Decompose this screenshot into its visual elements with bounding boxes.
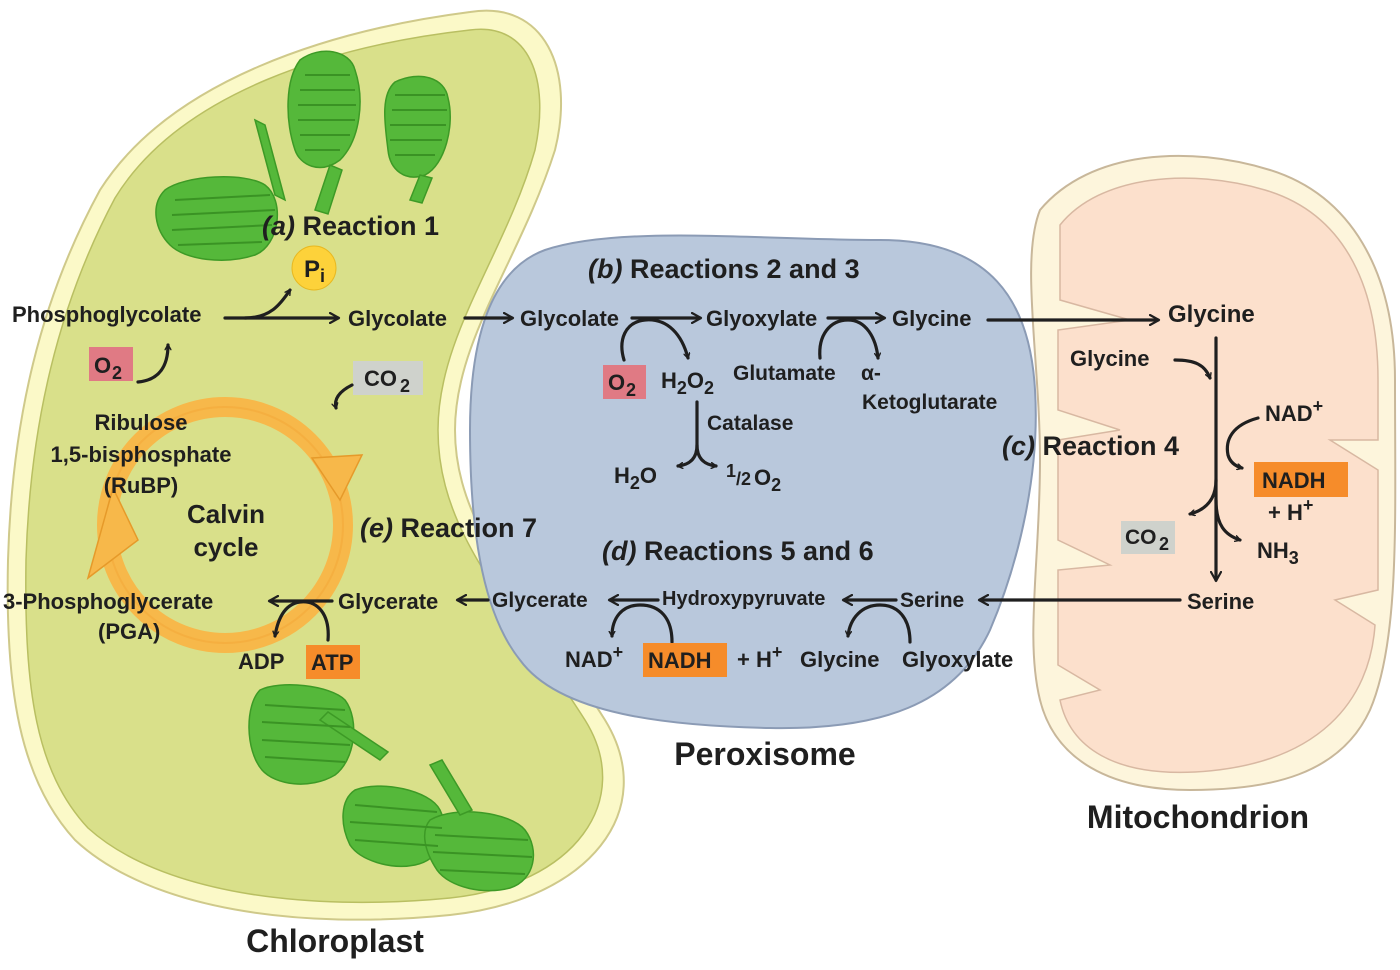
arrow-co2-release [1188,478,1218,514]
calvin-arrowhead-left [86,485,139,580]
heading-a: (a) Reaction 1 [262,211,439,241]
adp-label: ADP [238,649,284,674]
rubp-line2: 1,5-bisphosphate [51,442,232,467]
svg-text:2: 2 [626,380,636,400]
perox-nad-label: NAD+ [565,642,623,672]
arrow-nadh-to-nad [612,603,674,644]
svg-text:P: P [304,256,320,283]
heading-b: (b) Reactions 2 and 3 [588,254,860,284]
h2o-label: H2O [614,463,657,493]
thylakoid-stacks-top [155,50,451,261]
hydroxypyruvate-label: Hydroxypyruvate [662,588,825,610]
chloroplast: Chloroplast [6,9,625,959]
heading-c: (c) Reaction 4 [1002,431,1179,461]
svg-text:+ H+: + H+ [737,642,782,672]
chloroplast-label: Chloroplast [246,923,424,959]
svg-text:1/2O2: 1/2O2 [726,461,781,495]
mito-hplus-label: + H+ [1268,495,1313,525]
calvin-line2: cycle [193,532,258,562]
svg-text:H2O2: H2O2 [661,368,714,398]
arrow-atp-to-adp [275,600,330,642]
svg-text:(b) Reactions 2 and 3: (b) Reactions 2 and 3 [588,254,860,284]
perox-hplus-label: + H+ [737,642,782,672]
arrow-nh3-release [1214,498,1242,540]
o2-box-chloroplast: O 2 [89,347,133,383]
arrow-o2-to-phosphoglycolate [136,343,168,384]
svg-text:+ H+: + H+ [1268,495,1313,525]
perox-glycolate-label: Glycolate [520,306,619,331]
arrow-glyoxylate-to-glycine [848,603,912,644]
calvin-cycle-ring [86,397,364,653]
mito-nh3-label: NH3 [1257,538,1299,568]
svg-text:(d) Reactions 5 and 6: (d) Reactions 5 and 6 [602,536,874,566]
svg-text:CO: CO [1125,526,1157,549]
perox-nadh-box: NADH [643,643,727,677]
catalase-label: Catalase [707,412,793,435]
svg-text:NADH: NADH [1262,468,1326,493]
svg-text:2: 2 [1159,534,1169,554]
mitochondrion: Mitochondrion [1030,154,1397,835]
peroxisome-label: Peroxisome [674,736,855,772]
calvin-arrowhead-right [310,454,364,502]
svg-text:CO: CO [364,366,397,391]
mito-co2-box: CO 2 [1121,521,1175,554]
arrow-pi-release [243,288,292,320]
thylakoid-stacks-bottom [248,684,535,892]
rubp-line1: Ribulose [95,410,188,435]
perox-serine-label: Serine [900,589,964,612]
svg-text:H2O: H2O [614,463,657,493]
chloroplast-glycerate-label: Glycerate [338,589,438,614]
svg-text:2: 2 [400,376,410,396]
ketoglutarate-label: Ketoglutarate [862,391,997,414]
arrow-catalase-o2 [695,443,718,466]
arrow-second-glycine-in [1173,358,1210,380]
rubp-line3: (RuBP) [104,473,179,498]
mito-glycine-in-label: Glycine [1070,346,1149,371]
svg-text:O: O [94,353,111,378]
phosphoglycolate-label: Phosphoglycolate [12,302,201,327]
co2-box-chloroplast: CO 2 [353,361,423,396]
glutamate-label: Glutamate [733,362,836,385]
svg-text:ATP: ATP [311,650,353,675]
chloroplast-glycolate-label: Glycolate [348,306,447,331]
arrow-glutamate-to-ketoglutarate [818,318,878,360]
mito-nad-label: NAD+ [1265,396,1323,426]
perox-glycerate-label: Glycerate [492,589,588,612]
pga-line1: 3-Phosphoglycerate [3,589,213,614]
mitochondrion-inner-membrane [1057,177,1379,774]
perox-glycine2-label: Glycine [800,647,879,672]
calvin-line1: Calvin [187,499,265,529]
svg-text:NAD+: NAD+ [565,642,623,672]
svg-text:O: O [608,370,625,395]
pga-line2: (PGA) [98,619,160,644]
arrow-o2-to-h2o2 [620,318,688,362]
svg-text:(c) Reaction 4: (c) Reaction 4 [1002,431,1179,461]
alpha-label: α- [861,362,881,385]
svg-text:NADH: NADH [648,648,712,673]
svg-text:NAD+: NAD+ [1265,396,1323,426]
atp-box: ATP [306,645,360,679]
o2-box-peroxisome: O 2 [603,365,646,400]
svg-text:2: 2 [112,363,122,383]
perox-glyoxylate2-label: Glyoxylate [902,647,1013,672]
arrow-co2-into-cycle [336,383,354,410]
mito-serine-label: Serine [1187,589,1254,614]
svg-text:(e) Reaction 7: (e) Reaction 7 [360,513,537,543]
chloroplast-inner-membrane [25,28,604,904]
svg-text:i: i [320,266,325,286]
pi-badge: P i [291,245,337,291]
svg-text:(a) Reaction 1: (a) Reaction 1 [262,211,439,241]
arrow-nad-to-nadh [1225,416,1260,468]
perox-glyoxylate-label: Glyoxylate [706,306,817,331]
svg-text:NH3: NH3 [1257,538,1299,568]
mito-glycine-top-label: Glycine [1168,301,1255,328]
heading-e: (e) Reaction 7 [360,513,537,543]
mito-nadh-box: NADH [1254,462,1348,497]
perox-glycine-label: Glycine [892,306,971,331]
mitochondrion-label: Mitochondrion [1087,799,1309,835]
h2o2-label: H2O2 [661,368,714,398]
heading-d: (d) Reactions 5 and 6 [602,536,874,566]
